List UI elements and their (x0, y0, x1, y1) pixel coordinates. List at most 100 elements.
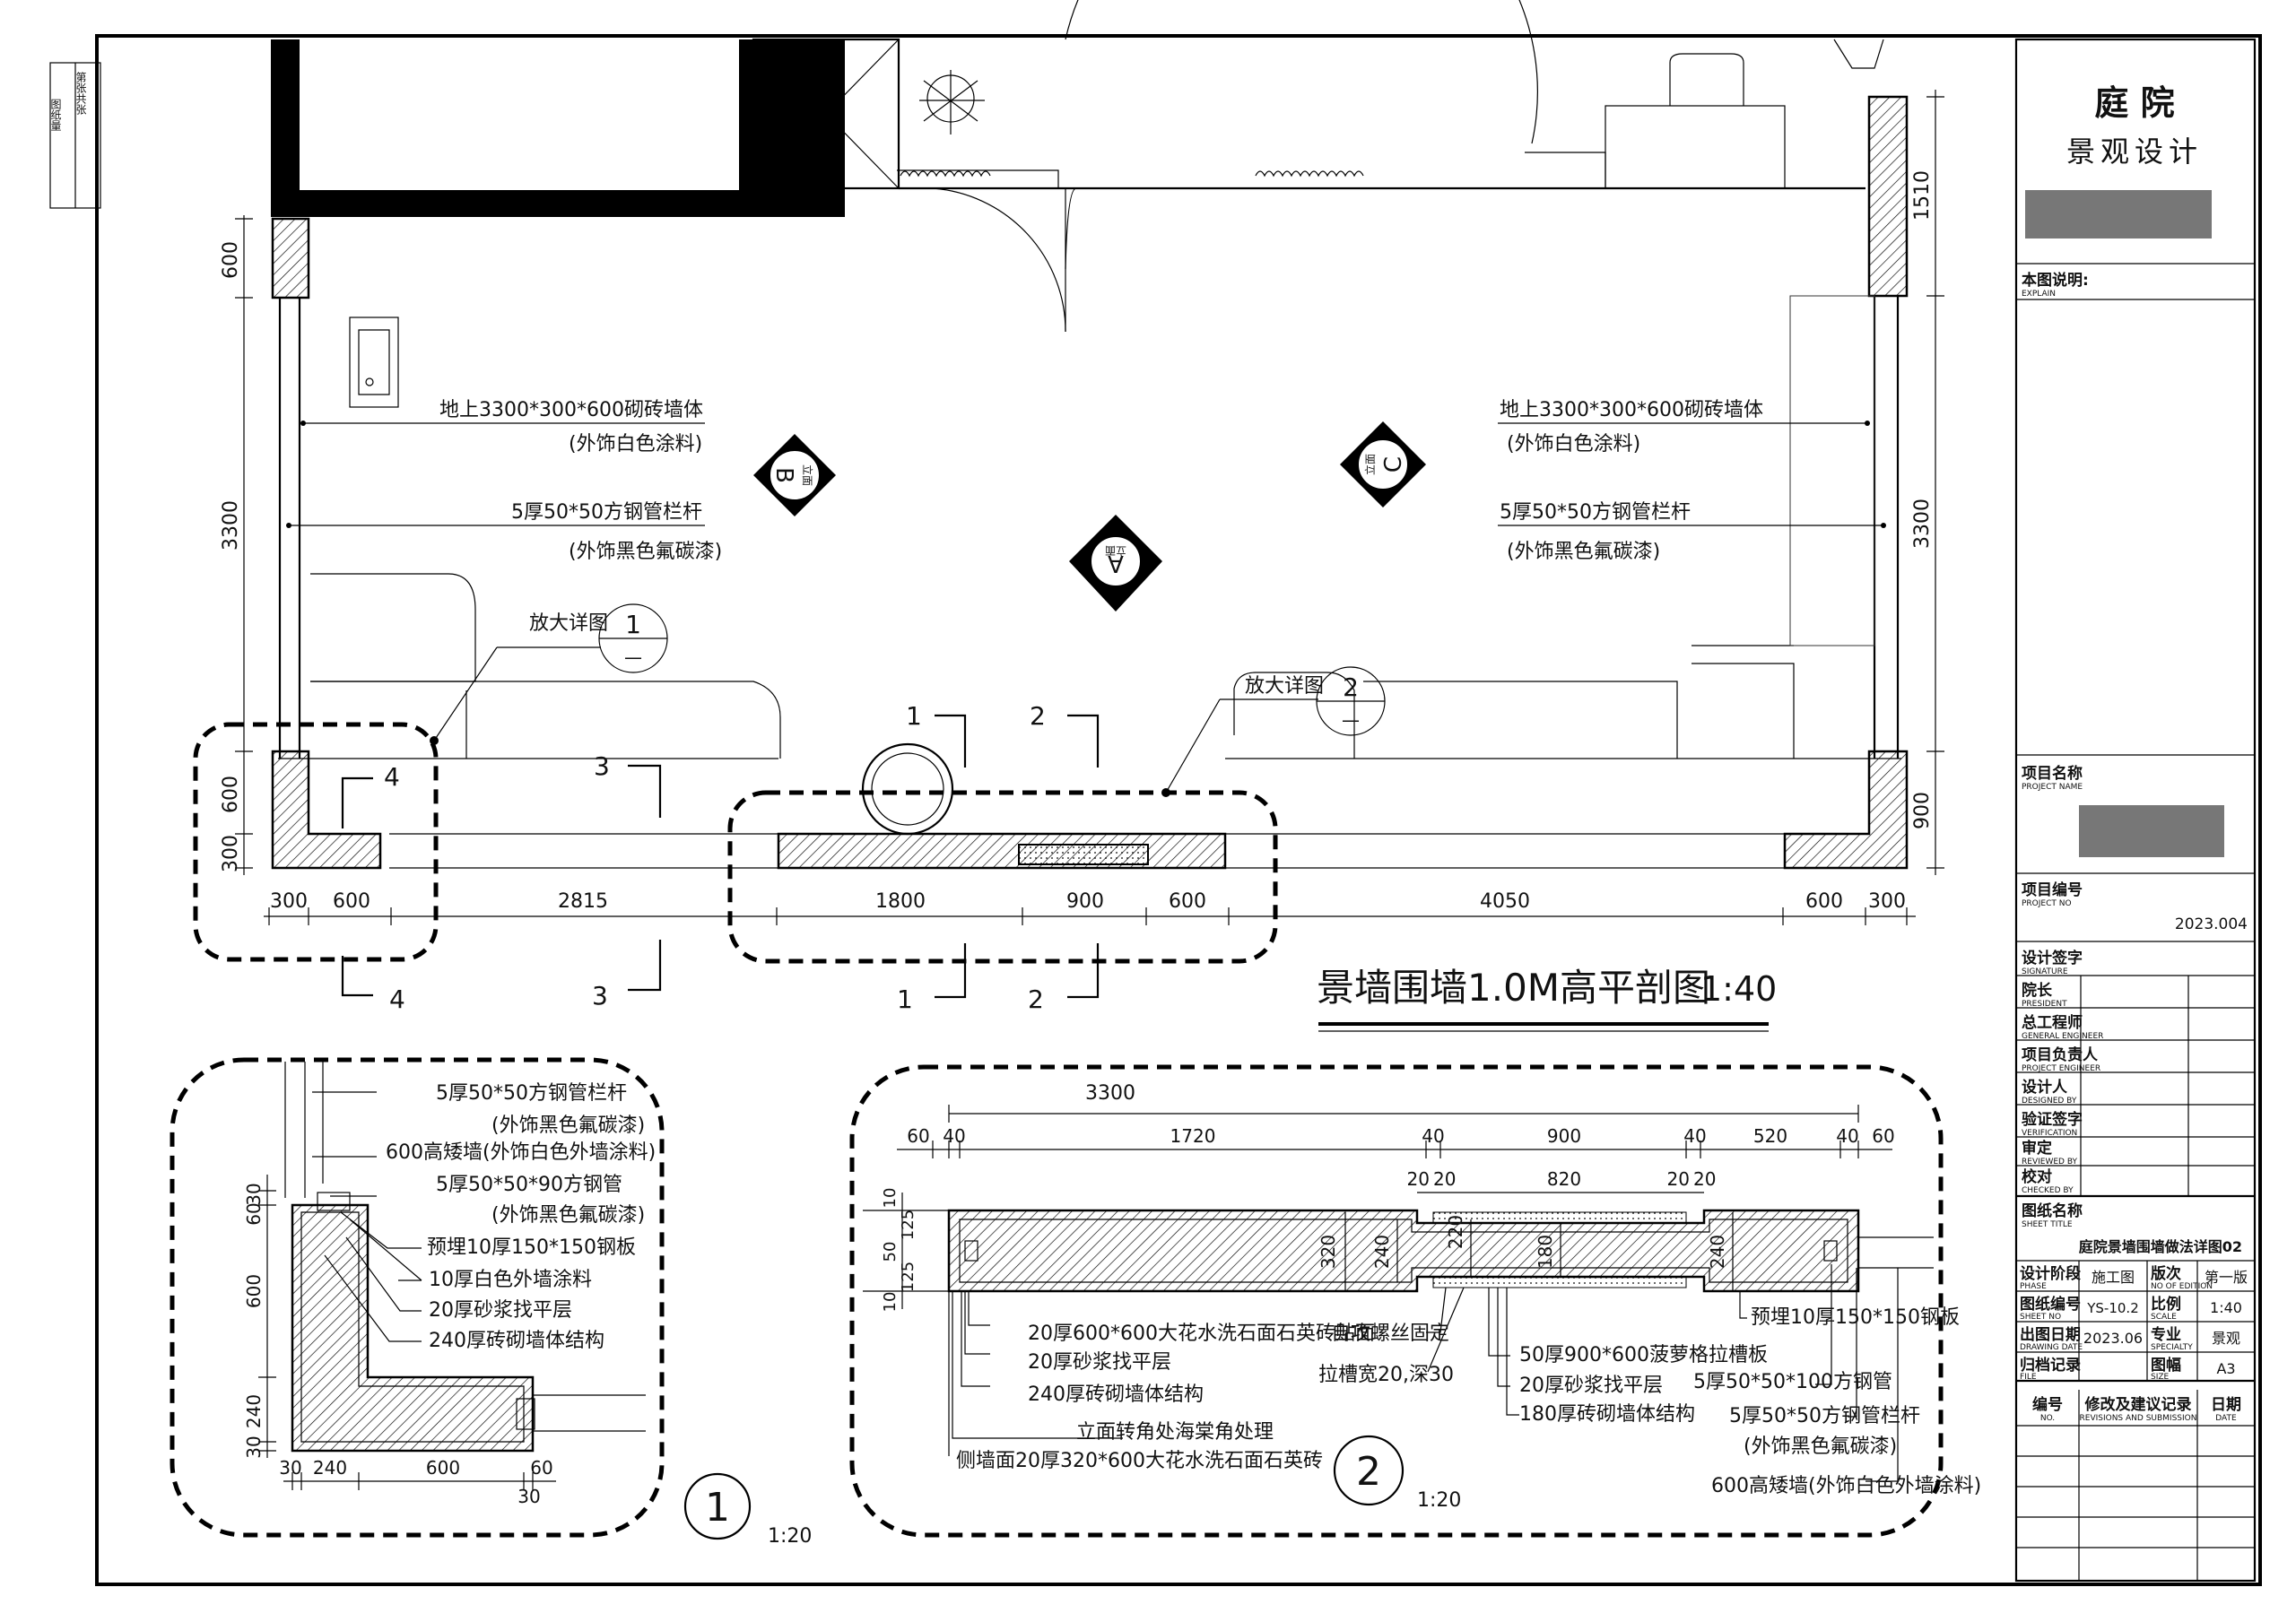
detail-1-note-3b: (外饰黑色氟碳漆) (491, 1204, 645, 1227)
door-swing (1065, 0, 1538, 144)
plan-dim-b4: 900 (1066, 890, 1104, 913)
corner-wall-right (1783, 750, 1909, 870)
detail-1-dim-l1: 60 (243, 1202, 265, 1225)
discipline-label: 专业 (2151, 1325, 2181, 1344)
designer-label: 设计人 (2022, 1078, 2068, 1097)
detail-1-number: 1 (705, 1485, 730, 1531)
elevation-c-letter: C (1380, 456, 1407, 473)
detail-2-dim-total: 3300 (1085, 1082, 1135, 1105)
detail-2-dim-s0: 20 (1407, 1168, 1430, 1190)
plan-dim-b7: 600 (1805, 890, 1843, 913)
edition-sub: NO OF EDITION (2151, 1282, 2213, 1291)
chief-engineer-sub: GENERAL ENGINEER (2022, 1032, 2103, 1041)
detail-callout-1-num: 1 (625, 610, 641, 639)
plan-dim-l3: 300 (220, 835, 242, 872)
logo-redaction (2025, 190, 2212, 239)
date-label: 出图日期 (2020, 1325, 2081, 1344)
section-1-bottom: 1 (897, 984, 913, 1014)
detail-2-dim-ticks (932, 1141, 1859, 1158)
plan-dim-l1: 3300 (220, 500, 242, 551)
wall-outline-right (1789, 295, 1875, 646)
detail-2-dim-t4: 900 (1547, 1125, 1581, 1147)
plan-dim-b8: 300 (1868, 890, 1906, 913)
title-block: 庭 院 景观设计 本图说明: EXPLAIN 项目名称 PROJECT NAME… (2016, 83, 2255, 1581)
date-sub: DRAWING DATE (2020, 1343, 2083, 1352)
elevation-c-tag: 立面 (1363, 454, 1377, 475)
detail-2-note-9: 20厚砂浆找平层 (1519, 1375, 1663, 1397)
president-sub: PRESIDENT (2022, 1000, 2067, 1009)
size-label: 图幅 (2151, 1356, 2181, 1375)
elevation-marker-b: B 立面 (753, 434, 836, 516)
size-value: A3 (2216, 1360, 2235, 1377)
detail-2-dim-i4: 240 (1707, 1235, 1728, 1269)
company-name: 庭 院 (2094, 83, 2174, 123)
detail-2-dim-l3: 125 (899, 1262, 918, 1292)
round-planter (861, 742, 954, 836)
phase-label: 设计阶段 (2020, 1264, 2081, 1283)
detail-2-dim-t6: 520 (1753, 1125, 1787, 1147)
detail-2-dim-s1: 20 (1433, 1168, 1456, 1190)
plan-dim-b5: 600 (1169, 890, 1206, 913)
detail-1-dim-l3: 240 (243, 1394, 265, 1428)
section-3-bottom: 3 (592, 981, 608, 1010)
plan-dim-b3: 1800 (875, 890, 926, 913)
detail-2-wall (947, 1209, 1860, 1293)
left-strip-col2: 第张共张 (74, 72, 87, 115)
detail-1-wall (291, 1203, 535, 1453)
detail-2-dim-i2: 220 (1445, 1215, 1466, 1249)
note-rail-left-1: 5厚50*50方钢管栏杆 (511, 501, 702, 524)
wall-left-top (271, 217, 310, 299)
scale-label: 比例 (2151, 1295, 2181, 1314)
project-leader-sub: PROJECT ENGINEER (2022, 1064, 2100, 1073)
section-3-top: 3 (594, 751, 610, 781)
rev-no-sub: NO. (2040, 1414, 2055, 1423)
detail-2-wood-top (1432, 1211, 1687, 1224)
drawing-no-sub: SHEET NO (2020, 1313, 2061, 1322)
plan-dim-b0: 300 (270, 890, 308, 913)
detail-2-dim-t1: 40 (943, 1125, 965, 1147)
detail-2-note-12: 5厚50*50*100方钢管 (1693, 1371, 1892, 1393)
elevation-b-tag: 立面 (801, 464, 814, 486)
detail-2-dim-t5: 40 (1683, 1125, 1706, 1147)
note-rail-right-2: (外饰黑色氟碳漆) (1507, 541, 1660, 563)
corner-wall-left (271, 750, 382, 870)
detail-1-frame (170, 1057, 665, 1538)
rev-no-label: 编号 (2032, 1395, 2063, 1414)
detail-1-dim-b2: 600 (426, 1457, 460, 1479)
detail-2-dim-t2: 1720 (1170, 1125, 1216, 1147)
detail-2-dim-l2: 50 (881, 1242, 900, 1262)
plan-view: 放大详图 1 — 放大详图 2 — 地上3300*300*600砌砖墙体 (外饰… (193, 0, 1944, 1032)
detail-1-note-4: 预埋10厚150*150钢板 (427, 1236, 636, 1259)
checker-label: 校对 (2022, 1167, 2052, 1186)
section-2-top: 2 (1030, 701, 1046, 731)
plan-dim-r2: 900 (1911, 792, 1934, 829)
detail-2-dim-t3: 40 (1422, 1125, 1444, 1147)
detail-2-wood-bottom (1432, 1276, 1687, 1288)
plan-scale: 1:40 (1700, 969, 1777, 1009)
design-sign-sub: SIGNATURE (2022, 967, 2068, 976)
company-subtitle: 景观设计 (2066, 134, 2203, 169)
plan-dim-l2: 600 (220, 776, 242, 813)
rev-date-label: 日期 (2211, 1396, 2241, 1414)
detail-2-dim-i1: 240 (1371, 1235, 1393, 1269)
detail-2-note-1: 20厚600*600大花水洗石面石英砖贴面 (1028, 1323, 1375, 1345)
archive-label: 归档记录 (2020, 1356, 2081, 1375)
elevation-marker-a: A 立面 (1069, 515, 1162, 612)
detail-1-dim-b1: 240 (313, 1457, 347, 1479)
wall-right-top (1867, 95, 1909, 298)
detail-2-dim-l4: 10 (881, 1292, 900, 1313)
detail-1-dim-l0: 30 (243, 1183, 265, 1205)
detail-2-note-10: 180厚砖砌墙体结构 (1519, 1403, 1695, 1426)
detail-2-note-3: 240厚砖砌墙体结构 (1028, 1383, 1204, 1406)
detail-2-note-13b: (外饰黑色氟碳漆) (1744, 1436, 1897, 1458)
detail-2-number: 2 (1356, 1449, 1381, 1495)
detail-callout-2-den: — (1342, 709, 1360, 731)
reviewer-label: 审定 (2022, 1139, 2052, 1158)
sheet-title-label: 图纸名称 (2022, 1201, 2083, 1220)
size-sub: SIZE (2151, 1373, 2170, 1382)
detail-2-dim-l0: 10 (881, 1188, 900, 1209)
rev-record-sub: REVISIONS AND SUBMISSION (2080, 1414, 2197, 1423)
plan-dim-b2: 2815 (558, 890, 608, 913)
detail-2-dim-i0: 320 (1318, 1235, 1339, 1269)
verify-sign-label: 验证签字 (2022, 1110, 2083, 1129)
